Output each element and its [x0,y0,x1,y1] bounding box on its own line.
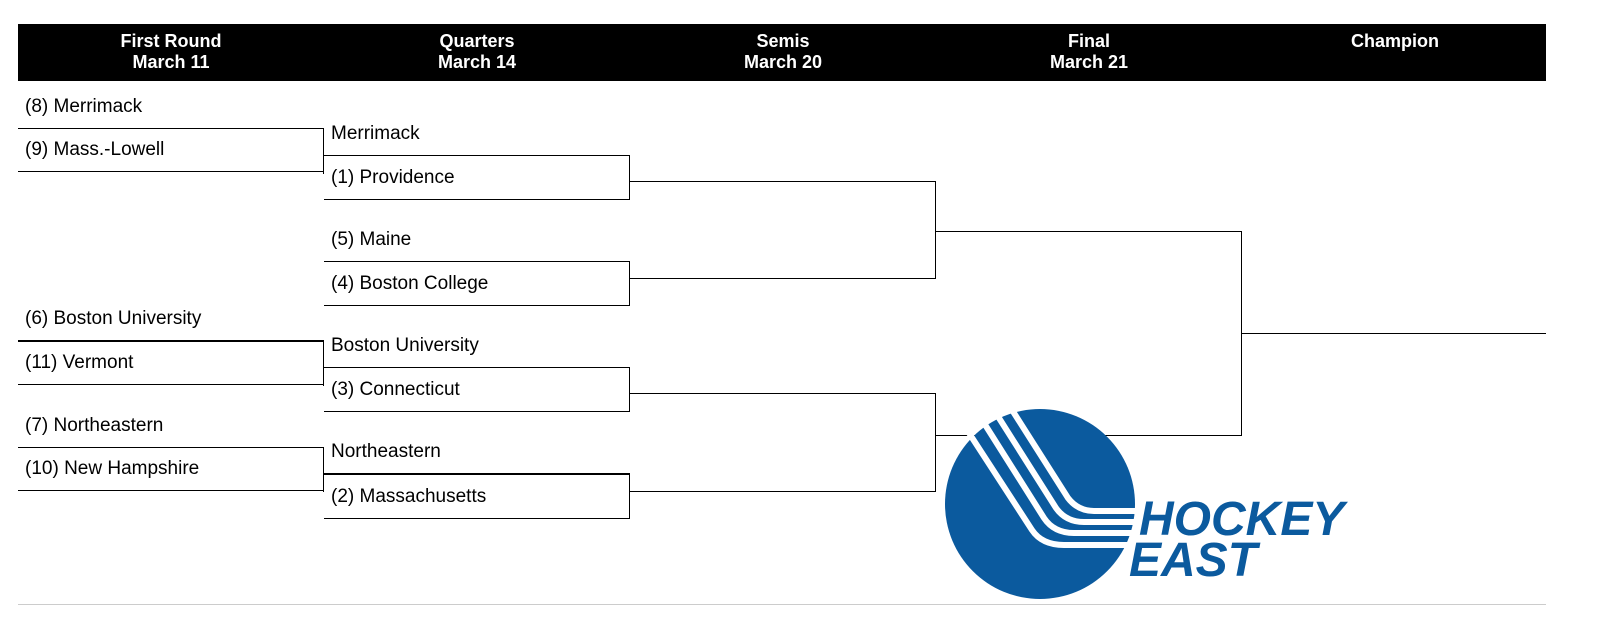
final-slot [936,187,1242,231]
logo-text-line1: HOCKEY [1139,493,1348,546]
semis-slot [630,137,936,181]
quarters-connector [324,367,630,412]
quarters-connector [324,261,630,306]
quarters-connector [324,474,630,519]
first-round-connector [18,447,324,492]
logo-disc [945,409,1135,599]
round-name: Semis [756,31,810,51]
quarters-team: Merrimack [324,112,630,156]
hockey-east-logo: HOCKEY EAST [945,408,1348,599]
round-name: Final [1067,31,1110,51]
semis-connector [630,393,936,492]
quarters-team: Boston University [324,324,630,368]
round-name: Champion [1351,31,1439,51]
quarters-team: (5) Maine [324,218,630,262]
hockey-stick-icon [964,408,1147,548]
round-name: First Round [120,31,222,51]
quarters-connector [324,155,630,200]
round-date: March 11 [132,52,210,72]
final-connector [936,231,1242,436]
first-round-connector [18,128,324,174]
first-round-team: (6) Boston University [18,297,324,341]
first-round-team: (8) Merrimack [18,85,324,129]
champion-slot [1242,289,1546,333]
champion-line [1242,333,1546,334]
round-head-quarters: Quarters March 14 [324,24,630,81]
round-head-first-round: First Round March 11 [18,24,324,81]
round-head-champion: Champion [1242,24,1548,81]
first-round-team: (7) Northeastern [18,404,324,448]
round-date: March 21 [1049,52,1129,72]
footer-divider [18,604,1546,605]
round-date: March 20 [743,52,823,72]
first-round-connector [18,341,324,386]
round-head-semis: Semis March 20 [630,24,936,81]
semis-connector [630,181,936,279]
round-name: Quarters [439,31,515,51]
round-header-bar: First Round March 11 Quarters March 14 S… [18,24,1546,81]
quarters-team: Northeastern [324,430,630,474]
round-head-final: Final March 21 [936,24,1242,81]
logo-text-line2: EAST [1129,534,1261,587]
round-date: March 14 [437,52,517,72]
